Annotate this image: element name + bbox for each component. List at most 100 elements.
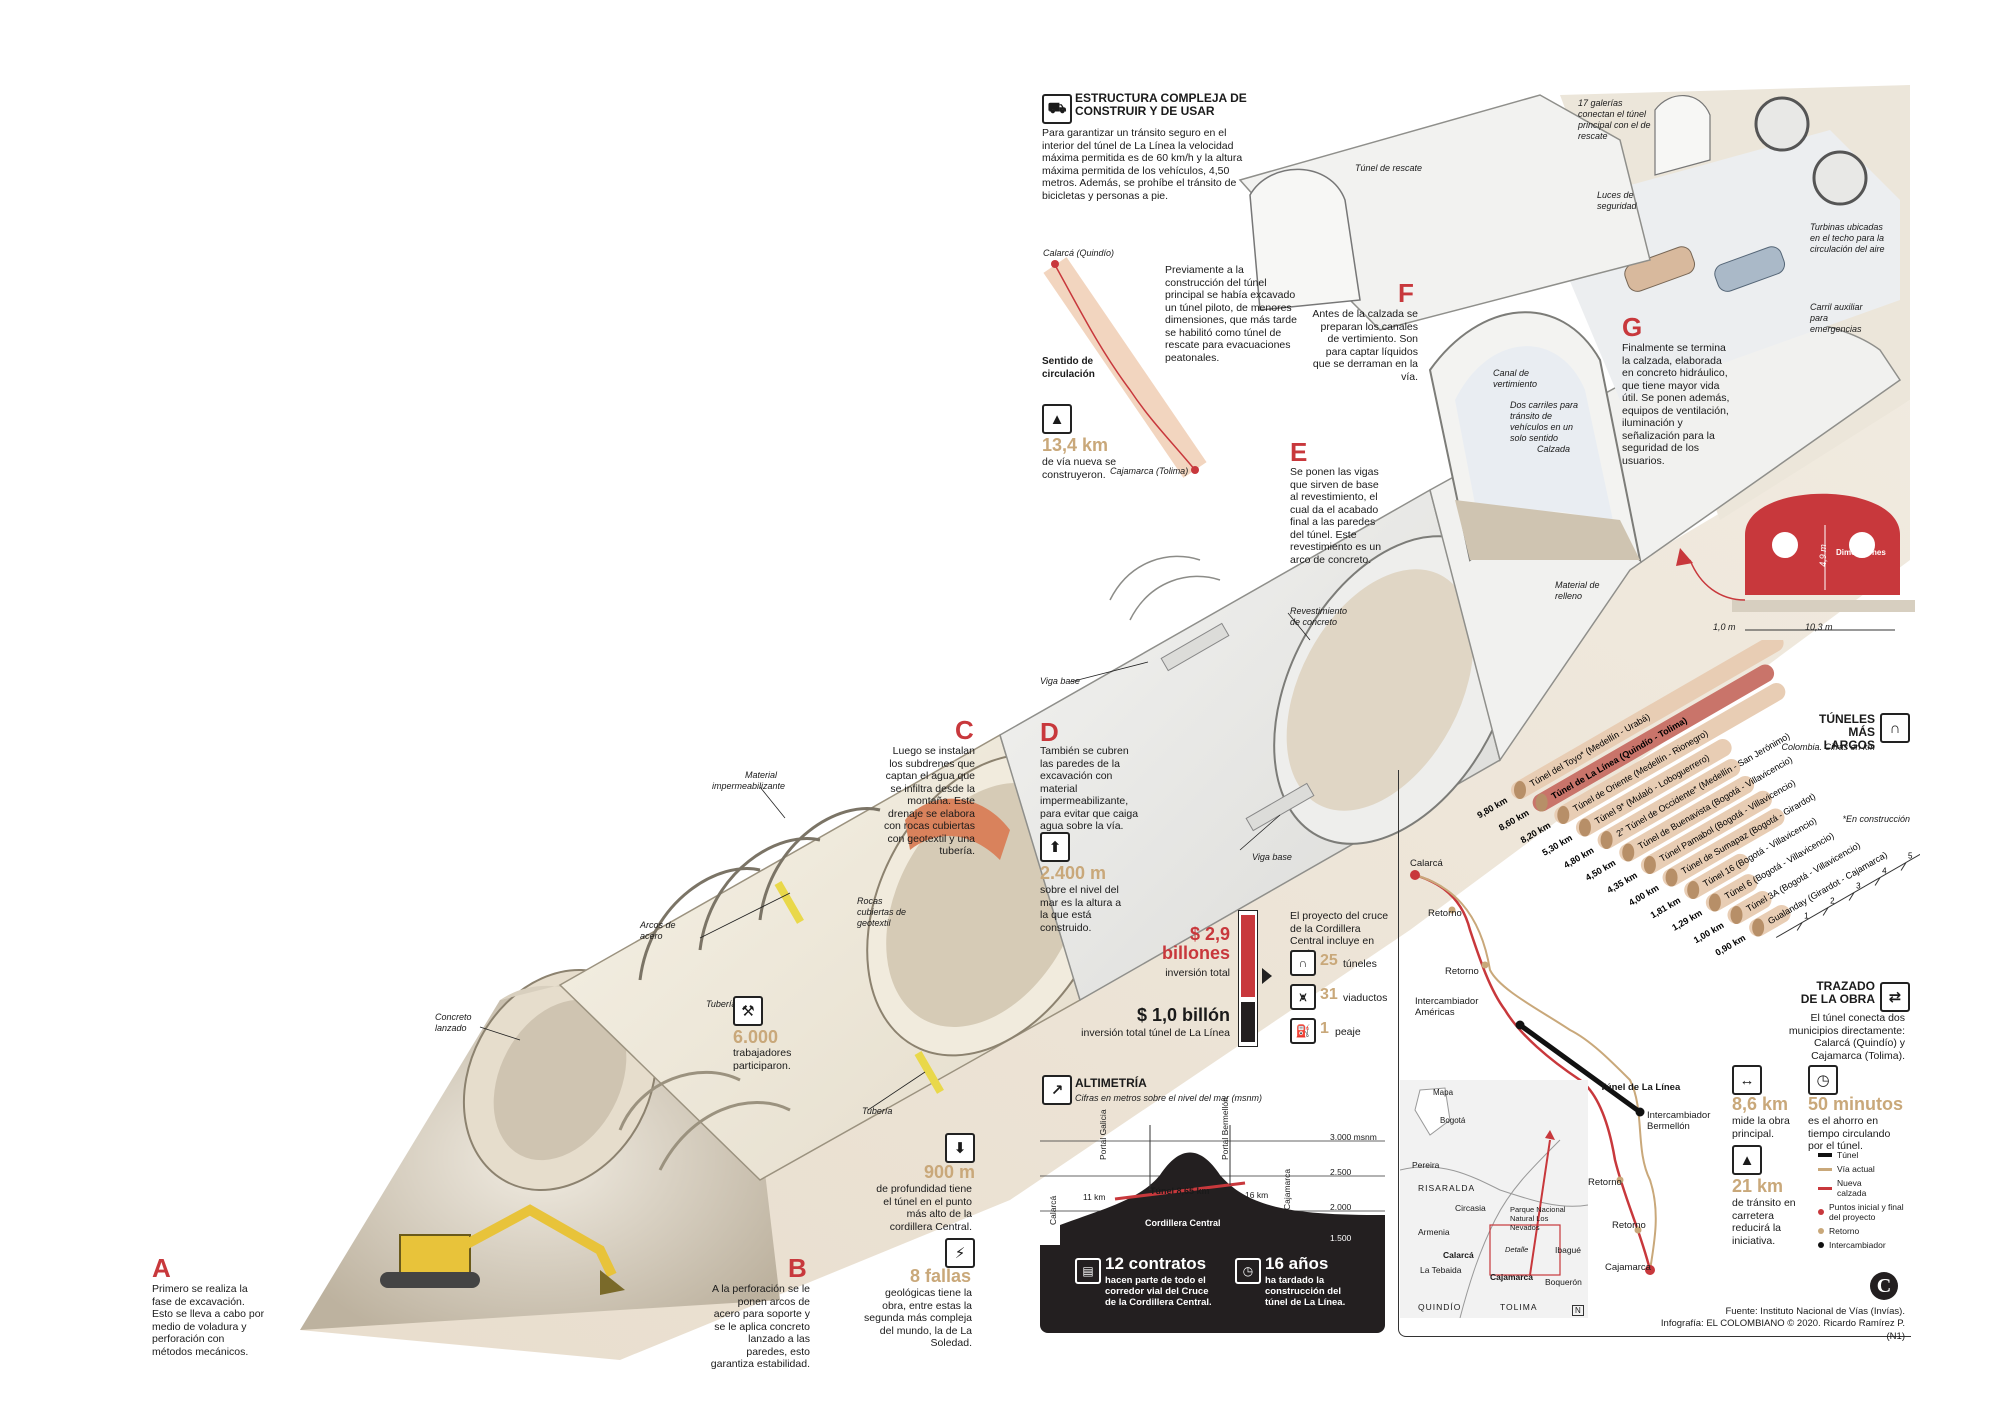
label-concreto: Concreto lanzado — [435, 1012, 472, 1033]
clock-icon: ◷ — [1235, 1258, 1261, 1284]
label-relleno: Material de relleno — [1555, 580, 1600, 601]
chart-subtitle: Colombia. Cifras en km — [1781, 742, 1875, 752]
chart-bar-cap-6 — [1643, 856, 1656, 874]
profundidad-value: 900 m — [924, 1162, 976, 1182]
chart-tunnel-icon: ∩ — [1880, 713, 1910, 743]
mini-parque: Parque Nacional Natural Los Nevados — [1510, 1205, 1566, 1232]
map-retorno-3: Retorno — [1588, 1177, 1622, 1188]
mini-risaralda: RISARALDA — [1418, 1183, 1476, 1193]
route-icon: ⇄ — [1880, 982, 1910, 1012]
map-panel — [1398, 770, 1911, 1337]
profundidad-text: de profundidad tiene el túnel en el punt… — [876, 1183, 972, 1233]
label-viga-1: Viga base — [1040, 676, 1080, 686]
trabajadores-text: trabajadores participaron. — [733, 1047, 792, 1072]
length-text: mide la obra principal. — [1732, 1115, 1790, 1140]
excavator — [380, 1204, 625, 1295]
mini-calarca: Calarcá — [1443, 1250, 1474, 1260]
mini-quindio: QUINDÍO — [1418, 1302, 1462, 1312]
map-intercambiador-1: Intercambiador Américas — [1415, 996, 1479, 1018]
toll-count-icon: ⛽ — [1290, 1018, 1316, 1044]
step-c-text: Luego se instalan los subdrenes que capt… — [883, 745, 975, 857]
ahorro-value: 50 minutos — [1808, 1094, 1904, 1114]
chart-note: *En construcción — [1842, 814, 1910, 824]
label-galerias: 17 galerías conectan el túnel principal … — [1578, 98, 1651, 141]
step-f-letter: F — [1398, 278, 1414, 308]
legend-nueva-calzada: Nueva calzada — [1837, 1178, 1867, 1198]
step-d-text: También se cubren las paredes de la exca… — [1040, 745, 1139, 832]
legend-puntos: Puntos inicial y final del proyecto — [1829, 1202, 1904, 1222]
label-calzada: Calzada — [1537, 444, 1571, 454]
label-tuberia-2: Tubería — [862, 1106, 893, 1116]
label-carril-aux: Carril auxiliar para emergencias — [1810, 302, 1863, 334]
label-dim-side: 1,0 m — [1713, 622, 1736, 632]
chart-tick-label-4: 4 — [1882, 867, 1887, 876]
mini-map — [1400, 1080, 1588, 1318]
chart-tick-label-5: 5 — [1908, 852, 1913, 861]
chart-bar-cap-1 — [1535, 793, 1548, 812]
road-transit-icon: ▲ — [1732, 1145, 1762, 1175]
map-intercambiador-2: Intercambiador Bermellón — [1647, 1110, 1711, 1132]
credit-infographic: Infografía: EL COLOMBIANO © 2020. Ricard… — [1660, 1318, 1905, 1342]
tuneles-label: túneles — [1343, 958, 1377, 970]
chart-tick-label-1: 1 — [1804, 912, 1809, 921]
altimetria-title: ALTIMETRÍA — [1075, 1076, 1147, 1090]
route-to: Cajamarca (Tolima) — [1110, 466, 1189, 476]
label-arcos: Arcos de acero — [640, 920, 676, 941]
altimetry-cajamarca: Cajamarca — [1282, 1168, 1292, 1210]
worker-icon: ⚒ — [733, 996, 763, 1026]
label-turbinas: Turbinas ubicadas en el techo para la ci… — [1810, 222, 1885, 254]
altimetry-profile — [1040, 1125, 1385, 1245]
transito-text: de tránsito en carretera reducirá la ini… — [1732, 1197, 1796, 1247]
level-2500: 2.500 — [1330, 1167, 1352, 1177]
investment-project-text: El proyecto del cruce de la Cordillera C… — [1290, 910, 1389, 960]
altimetria-subtitle: Cifras en metros sobre el nivel del mar … — [1075, 1093, 1263, 1103]
label-carriles: Dos carriles para tránsito de vehículos … — [1510, 400, 1579, 443]
altura-text: sobre el nivel del mar es la altura a la… — [1040, 884, 1122, 934]
step-e-text: Se ponen las vigas que sirven de base al… — [1290, 466, 1382, 566]
portal-galicia: Portal Galicia — [1098, 1109, 1108, 1160]
map-calarca: Calarcá — [1410, 858, 1443, 869]
label-rocas: Rocas cubiertas de geotextil — [857, 896, 907, 928]
ahorro-text: es el ahorro en tiempo circulando por el… — [1808, 1115, 1891, 1152]
tuneles-count: 25 — [1320, 952, 1338, 969]
step-g-letter: G — [1622, 312, 1643, 342]
chart-bar-cap-9 — [1708, 893, 1721, 912]
altitude-icon: ⬆ — [1040, 832, 1070, 862]
label-dimensiones: Dimensiones — [1836, 548, 1886, 557]
altimetry-range: Cordillera Central — [1145, 1218, 1221, 1228]
transito-value: 21 km — [1732, 1176, 1784, 1196]
road-icon: ⛟ — [1042, 94, 1072, 124]
viaductos-count: 31 — [1320, 986, 1338, 1003]
step-d-letter: D — [1040, 717, 1059, 747]
mini-norte: N — [1572, 1305, 1584, 1316]
altura-value: 2.400 m — [1040, 863, 1107, 883]
altimetry-icon: ↗ — [1042, 1075, 1072, 1105]
fallas-text: geológicas tiene la obra, entre estas la… — [864, 1287, 972, 1349]
map-tunel: Túnel de La Línea — [1600, 1082, 1681, 1093]
chart-bar-cap-8 — [1687, 881, 1700, 899]
legend-intercambiador: Intercambiador — [1829, 1240, 1886, 1250]
chart-bar-cap-11 — [1752, 918, 1765, 937]
investment-bar — [1238, 910, 1258, 1047]
peaje-label: peaje — [1335, 1026, 1361, 1038]
step-c-letter: C — [955, 715, 974, 745]
mini-ibague: Ibagué — [1555, 1245, 1581, 1255]
length-value: 8,6 km — [1732, 1094, 1789, 1114]
label-canal: Canal de vertimiento — [1493, 368, 1538, 389]
label-impermeabilizante: Material impermeabilizante — [712, 770, 786, 791]
mini-armenia: Armenia — [1418, 1227, 1450, 1237]
contract-icon: ▤ — [1075, 1258, 1101, 1284]
fallas-value: 8 fallas — [910, 1266, 972, 1286]
map-retorno-2: Retorno — [1445, 966, 1479, 977]
contratos-text: hacen parte de todo el corredor vial del… — [1105, 1275, 1212, 1308]
viaduct-count-icon: ⩙ — [1290, 984, 1316, 1010]
chart-tick-2 — [1822, 907, 1829, 916]
chart-bar-cap-10 — [1730, 906, 1743, 924]
chart-tick-1 — [1796, 922, 1803, 931]
step-g-text: Finalmente se termina la calzada, elabor… — [1622, 342, 1730, 467]
sentido-label: Sentido de circulación — [1042, 356, 1095, 380]
label-viga-2: Viga base — [1252, 852, 1292, 862]
mini-tebaida: La Tebaida — [1420, 1265, 1462, 1275]
credit-source: Fuente: Instituto Nacional de Vías (Inví… — [1725, 1306, 1905, 1317]
map-cajamarca: Cajamarca — [1605, 1262, 1651, 1273]
